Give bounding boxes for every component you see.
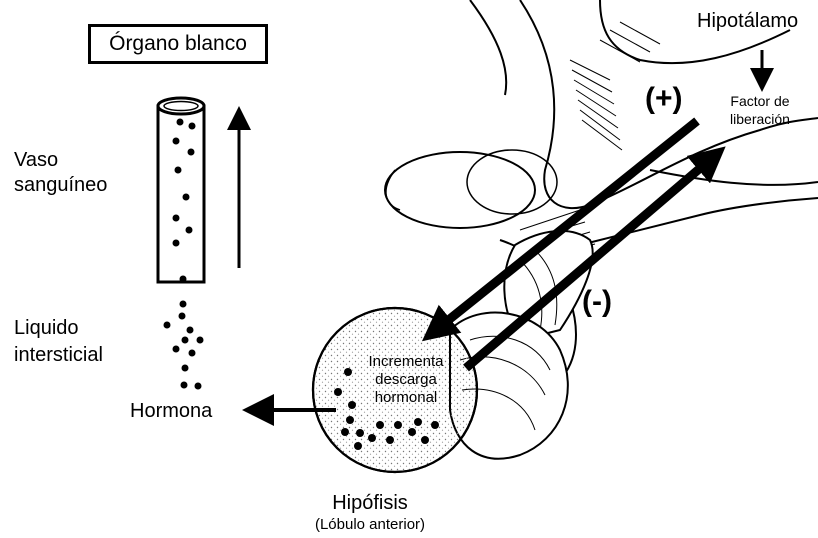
releasing-factor-label: Factor de liberación [716,92,804,128]
target-organ-label: Órgano blanco [109,32,247,56]
hormone-dots-interstitial [164,301,204,390]
positive-sign-label: (+) [645,82,683,116]
interstitial-fluid-label: Liquido intersticial [14,315,103,369]
negative-sign-label: (-) [582,285,612,319]
hormone-label: Hormona [130,400,212,423]
target-organ-box: Órgano blanco [88,24,268,64]
increases-release-label: Incrementa descarga hormonal [354,353,458,407]
pituitary-label: Hipófisis (Lóbulo anterior) [300,492,440,534]
optic-chiasm-sketch [385,150,557,228]
blood-vessel-tube [158,98,204,282]
blood-vessel-label: Vaso sanguíneo [14,148,107,198]
hypothalamus-label: Hipotálamo [697,10,798,33]
